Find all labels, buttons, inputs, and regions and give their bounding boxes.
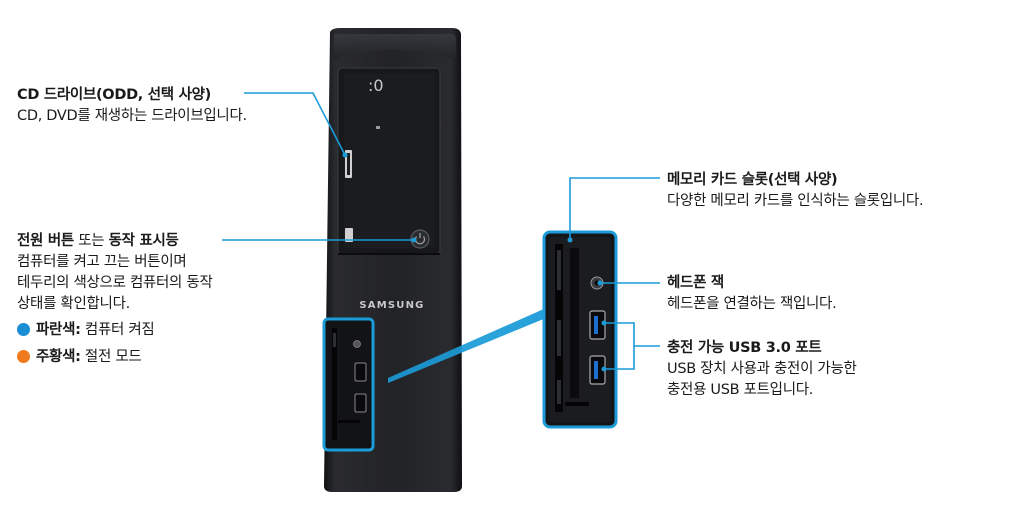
headphone-desc: 헤드폰을 연결하는 잭입니다. <box>667 296 837 312</box>
memory-card-title: 메모리 카드 슬롯(선택 사양) <box>667 172 838 188</box>
zoomed-io-panel <box>542 230 618 429</box>
state-label: 파란색: <box>36 322 81 338</box>
eject-icon: :0 <box>368 76 384 95</box>
orange-dot-icon <box>17 350 30 363</box>
usb-desc-line: 충전용 USB 포트입니다. <box>667 382 814 398</box>
odd-desc: CD, DVD를 재생하는 드라이브입니다. <box>17 108 247 124</box>
usb-desc-line: USB 장치 사용과 충전이 가능한 <box>667 361 857 377</box>
power-callout: 전원 버튼 또는 동작 표시등 컴퓨터를 켜고 끄는 버튼이며 테두리의 색상으… <box>17 231 213 368</box>
memory-card-desc: 다양한 메모리 카드를 인식하는 슬롯입니다. <box>667 193 924 209</box>
power-title-mid: 또는 <box>73 233 109 249</box>
memory-card-callout: 메모리 카드 슬롯(선택 사양) 다양한 메모리 카드를 인식하는 슬롯입니다. <box>667 170 924 212</box>
memory-card-slot[interactable] <box>555 244 563 412</box>
pc-tower: :0 SAMSUNG <box>322 28 462 492</box>
odd-title: CD 드라이브(ODD, 선택 사양) <box>17 87 212 103</box>
leader-lines <box>222 92 660 372</box>
blue-dot-icon <box>17 323 30 336</box>
power-button[interactable] <box>410 229 430 249</box>
power-title-a: 전원 버튼 <box>17 233 74 249</box>
power-state-blue: 파란색: 컴퓨터 켜짐 <box>17 320 213 341</box>
front-io-panel <box>322 317 375 452</box>
power-desc-line: 컴퓨터를 켜고 끄는 버튼이며 <box>17 254 187 270</box>
power-desc-line: 테두리의 색상으로 컴퓨터의 동작 <box>17 275 213 291</box>
zoom-beam <box>388 308 546 383</box>
usb-title: 충전 가능 USB 3.0 포트 <box>667 340 822 356</box>
state-label: 주황색: <box>36 349 81 365</box>
power-title-b: 동작 표시등 <box>108 233 179 249</box>
headphone-callout: 헤드폰 잭 헤드폰을 연결하는 잭입니다. <box>667 273 837 315</box>
headphone-title: 헤드폰 잭 <box>667 275 724 291</box>
state-text: 절전 모드 <box>80 349 142 365</box>
usb-callout: 충전 가능 USB 3.0 포트 USB 장치 사용과 충전이 가능한 충전용 … <box>667 338 857 401</box>
power-title: 전원 버튼 또는 동작 표시등 <box>17 231 213 252</box>
odd-callout: CD 드라이브(ODD, 선택 사양) CD, DVD를 재생하는 드라이브입니… <box>17 85 247 127</box>
state-text: 컴퓨터 켜짐 <box>80 322 155 338</box>
brand-label: SAMSUNG <box>359 300 424 311</box>
dvd-logo-icon <box>345 150 352 178</box>
power-state-orange: 주황색: 절전 모드 <box>17 347 213 368</box>
power-desc-line: 상태를 확인합니다. <box>17 296 130 312</box>
